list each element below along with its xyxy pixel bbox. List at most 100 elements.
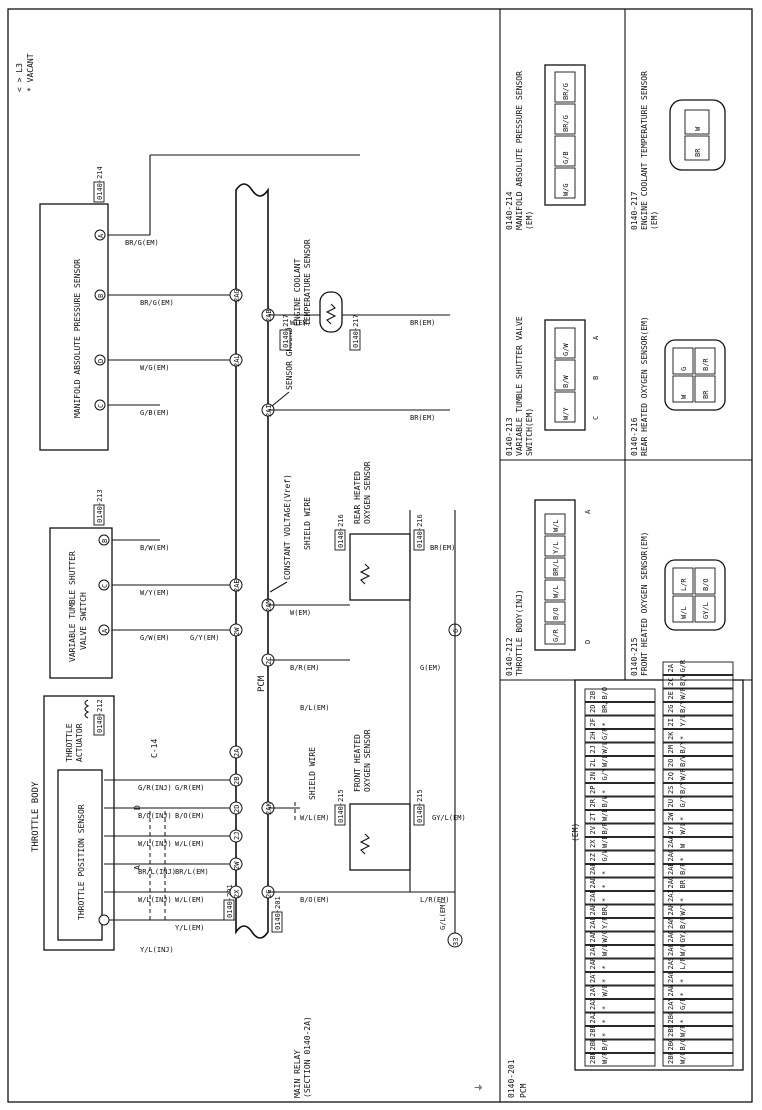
rear-o2-label-1: REAR HEATED [353, 471, 362, 524]
w-wg-em: W/G(EM) [140, 364, 170, 372]
pcm-terminal-color: * [601, 1033, 609, 1037]
w-brl-em: BR/L(EM) [175, 868, 209, 876]
r-c216n: REAR HEATED OXYGEN SENSOR(EM) [640, 316, 649, 456]
pcm-terminal [584, 796, 656, 810]
pcm-terminal-id: 2BB [589, 1024, 597, 1037]
pcm-terminal-id: 2AZ [589, 1011, 597, 1024]
pcm-terminal-color: B/W [679, 673, 687, 686]
r-c215-pins: W/LL/RGY/LB/O [672, 567, 716, 623]
connector-wire-color: W/L [552, 519, 560, 532]
pcm-terminal-id: 2BG [667, 1038, 675, 1051]
r-c215-shell [664, 559, 726, 631]
pcm-terminal-color: * [601, 722, 609, 726]
pcm-pin-2w-label: 2W [233, 861, 241, 870]
pcm-terminal [662, 823, 734, 837]
pcm-terminal-id: 2AN [589, 930, 597, 943]
legend-l3: < > L3 [15, 63, 24, 92]
c217-box [279, 329, 291, 351]
r-c213n1: VARIABLE TUMBLE SHUTTER VALVE [515, 316, 524, 456]
connector-cavity [544, 513, 566, 535]
pcm-terminal-color: Y/L [679, 714, 687, 727]
pcm-terminal-color: * [601, 979, 609, 983]
pcm-terminal [662, 985, 734, 999]
pcm-pin-2al-label: 2AL [233, 354, 241, 367]
connector-wire-color: BR [694, 148, 702, 157]
pcm-terminal-color: * [601, 884, 609, 888]
pcm-terminal-color: * [679, 857, 687, 861]
c216b-label: 0140-216 [416, 514, 424, 548]
w-bo-inj: B/O(INJ) [138, 812, 172, 820]
label-d: D [133, 805, 142, 810]
c212-label: 0140-212 [96, 699, 104, 733]
pcm-pin-2g-label: 2G [265, 890, 273, 898]
connector-wire-color: Y/L [552, 541, 560, 554]
connector-cavity [544, 557, 566, 579]
r-c216-shell [664, 339, 726, 411]
pcm-terminal-color: BR/L [601, 696, 609, 713]
pin-map-b [94, 289, 106, 301]
r-c212n: THROTTLE BODY(INJ) [515, 589, 524, 676]
w-g-em: G(EM) [420, 664, 441, 672]
pin-vts-b [98, 534, 110, 546]
pcm-pin-2d [229, 801, 243, 815]
connector-cavity [672, 347, 694, 375]
connector-wire-color: BR [702, 390, 710, 399]
pcm-terminal [662, 904, 734, 918]
connector-cavity [544, 601, 566, 623]
r-c216: 0140-216 [630, 417, 639, 456]
throttle-body-label: THROTTLE BODY [31, 781, 41, 852]
r-c217n2: (EM) [650, 211, 659, 230]
pcm-terminal-id: 2AQ [667, 943, 675, 956]
pin-map-d-label: D [97, 359, 105, 363]
front-o2-label-1: FRONT HEATED [353, 734, 362, 792]
pcm-terminal [662, 958, 734, 972]
pcm-terminal-color: W/B [601, 808, 609, 821]
pcm-terminal-color: G/W [601, 848, 609, 861]
connector-wire-color: B/R [702, 358, 710, 371]
w-bo-em: B/O(EM) [175, 812, 205, 820]
pcm-pin-2c-label: 2C [265, 657, 273, 665]
pcm-terminal [584, 1039, 656, 1053]
pcm-terminal-id: 2AW [667, 983, 675, 996]
r-c217-shell [669, 99, 726, 171]
r-c213b: B [592, 376, 600, 380]
pcm-terminal [584, 769, 656, 783]
pcm-terminal [662, 945, 734, 959]
w-wl-inj: W/L(INJ) [138, 896, 172, 904]
pcm-terminal-color: * [601, 1019, 609, 1023]
pcm-pin-2al [229, 353, 243, 367]
r-c215: 0140-215 [630, 637, 639, 676]
pcm-terminal-color: * [679, 817, 687, 821]
connector-wire-color: G/B [562, 151, 570, 164]
map-label: MANIFOLD ABSOLUTE PRESSURE SENSOR [73, 259, 82, 418]
pcm-terminal [662, 742, 734, 756]
pcm-terminal-color: BR [679, 879, 687, 888]
pcm-terminal [662, 1039, 734, 1053]
pin-vts-a [98, 624, 110, 636]
pcm-terminal-id: 2A [667, 663, 675, 672]
pcm-terminal-id: 2S [667, 786, 675, 794]
pcm-terminal-id: 2AO [667, 930, 675, 943]
pcm-terminal [662, 688, 734, 702]
connector-cavity [694, 347, 716, 375]
w-gw-em: G/W(EM) [140, 634, 170, 642]
connector-cavity [544, 535, 566, 557]
pcm-terminal [584, 864, 656, 878]
pcm-terminal-color: B/R [601, 1037, 609, 1050]
pcm-terminal [584, 918, 656, 932]
w-yl-em: Y/L(EM) [175, 924, 205, 932]
pin-vts-a-label: A [101, 628, 109, 633]
pcm-terminal-id: 2AA [667, 835, 675, 848]
pcm-terminal-color: B/G [679, 1038, 687, 1051]
pcm-terminal-color: W/R [601, 1051, 609, 1064]
pcm-terminal-id: 2BH [667, 1051, 675, 1064]
pcm-terminal [662, 864, 734, 878]
pcm-terminal-id: 2C [667, 678, 675, 686]
pcm-terminal [584, 823, 656, 837]
pcm-pin-2x [229, 885, 243, 899]
pcm-terminal-color: * [679, 898, 687, 902]
